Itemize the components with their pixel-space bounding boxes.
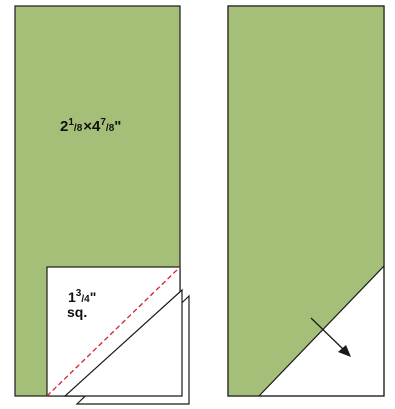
finished-unit-outline bbox=[227, 5, 385, 397]
left-panel: 21/8×47/8" 13/4" sq. bbox=[14, 5, 190, 405]
square-size-suffix: sq. bbox=[67, 304, 87, 320]
press-open-arrow-icon bbox=[310, 317, 351, 357]
right-panel bbox=[227, 5, 385, 397]
folded-triangle-front bbox=[63, 288, 183, 397]
seam-line bbox=[46, 266, 181, 397]
diagonal-seam bbox=[258, 265, 385, 397]
square-dimension-label: 13/4" bbox=[68, 288, 96, 305]
green-area bbox=[228, 6, 384, 396]
rect-dimension-label: 21/8×47/8" bbox=[60, 117, 121, 135]
